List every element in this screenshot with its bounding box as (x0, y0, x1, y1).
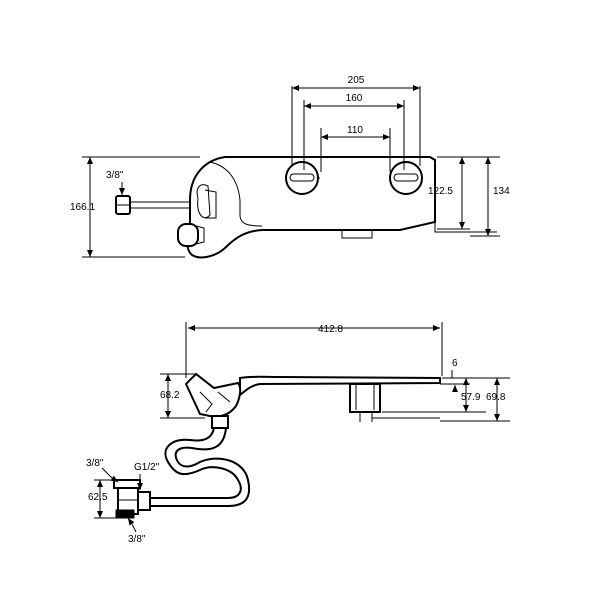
dim-bracket-height: 69.8 (486, 392, 506, 403)
dim-body-depth: 122.5 (428, 186, 453, 197)
dim-tee-bottom-thread: 3/8" (128, 534, 146, 545)
mounting-slot-right (389, 161, 423, 195)
dim-total-length: 412.8 (318, 324, 343, 335)
dim-inner-spacing: 110 (347, 125, 363, 136)
side-view: 412.8 6 68.2 57.9 69.8 3/8" G1/2" 62.5 (86, 322, 510, 545)
top-view: 205 160 110 3/8" 166.1 122.5 134 (70, 75, 510, 259)
dim-total-depth: 166.1 (70, 202, 95, 213)
side-hose (148, 427, 250, 507)
side-control-head (184, 372, 242, 418)
dim-head-height: 68.2 (160, 390, 180, 401)
dim-tee-top-thread: 3/8" (86, 458, 104, 469)
dim-plate-thickness: 6 (452, 358, 458, 369)
dim-middle-spacing: 160 (346, 93, 363, 104)
side-body (349, 383, 381, 413)
dim-tee-height: 62.5 (88, 492, 108, 503)
dim-bracket-depth: 134 (493, 186, 510, 197)
tee-valve-icon (113, 479, 151, 519)
top-body (186, 156, 436, 259)
side-plate (239, 375, 441, 398)
dim-outer-spacing: 205 (348, 75, 365, 86)
mounting-slot-left (285, 161, 319, 195)
top-hose (115, 195, 190, 215)
dim-body-height: 57.9 (461, 392, 481, 403)
dim-tee-inlet-thread: G1/2" (134, 462, 160, 473)
control-knob-icon (177, 223, 205, 247)
dim-hose-thread: 3/8" (106, 170, 124, 181)
